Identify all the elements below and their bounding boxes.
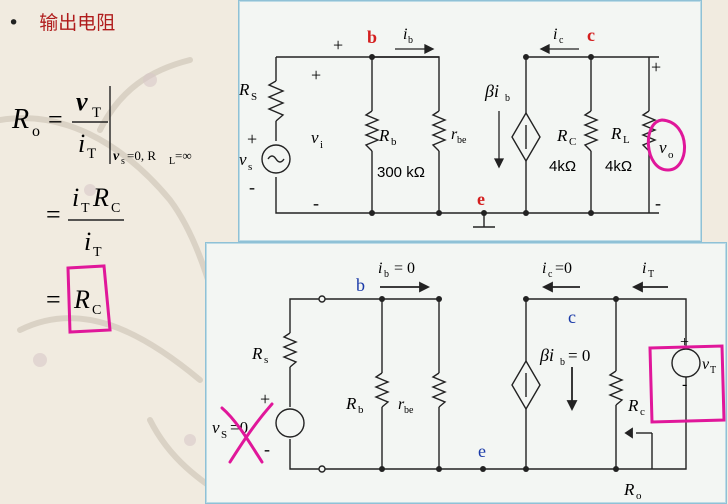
output-resistance-formula: R o = v T i T v s =0, R L =∞ = i T R C i… <box>11 86 192 318</box>
label-RC: R <box>556 126 568 145</box>
formula-cond-rest: =0, R <box>127 148 156 163</box>
label-Rs: R <box>239 80 250 99</box>
label-plus-vi: + <box>311 65 321 85</box>
formula-step2-den-T: T <box>93 245 102 260</box>
label-vs-sub: S <box>221 429 227 441</box>
formula-result-C: C <box>92 303 101 318</box>
formula-cond-L: L <box>169 156 175 167</box>
small-signal-circuit-panel: R S + v s - + v i - + b i b R b 300 kΩ r… <box>238 0 702 242</box>
label-plus-right: + <box>651 57 661 77</box>
output-resistance-test-circuit-diagram: R s + v S =0 - b i b = 0 R b r be i c =0… <box>212 260 716 502</box>
label-ic: i <box>542 260 546 277</box>
label-Rb-sub: b <box>358 404 364 416</box>
label-Ro-sub: o <box>636 490 642 502</box>
label-vs: v <box>239 150 247 169</box>
label-minus-right: - <box>655 193 661 213</box>
label-iT-sub: T <box>648 269 654 280</box>
label-rbe: r <box>398 396 405 413</box>
label-ib: i <box>403 26 407 43</box>
formula-eq2: = <box>46 200 61 229</box>
label-Rs-sub: S <box>251 91 257 103</box>
label-minus-left: - <box>249 177 255 197</box>
formula-lhs-sub: o <box>32 123 40 140</box>
label-Rb: R <box>345 394 357 413</box>
label-vi: v <box>311 128 319 147</box>
node-e-label: e <box>478 441 486 461</box>
formula-cond-v: v <box>113 149 120 164</box>
label-beta-ib: βi <box>539 345 554 365</box>
label-vs-value: =0 <box>230 418 248 437</box>
label-Ro: R <box>623 480 635 499</box>
label-vs-sub: s <box>248 161 252 173</box>
formula-eq1: = <box>48 105 63 134</box>
label-minus-left: - <box>264 439 270 459</box>
label-ib-sub: b <box>384 269 389 280</box>
label-ic-sub: c <box>548 269 553 280</box>
label-Rb: R <box>378 126 390 145</box>
label-plus-b: + <box>333 35 343 55</box>
label-ib-sub: b <box>408 35 413 46</box>
label-plus-left: + <box>260 389 270 409</box>
formula-lhs-R: R <box>11 104 29 135</box>
node-e-label: e <box>477 189 485 209</box>
label-vo-sub: o <box>668 149 674 161</box>
label-rbe-sub: be <box>404 405 414 416</box>
label-minus-vi: - <box>313 193 319 213</box>
label-Rc: R <box>627 396 639 415</box>
formula-cond-inf: =∞ <box>175 148 192 163</box>
formula-result-R: R <box>73 285 90 314</box>
node-b-label: b <box>356 275 365 295</box>
formula-step2-num-R: R <box>92 183 109 212</box>
formula-num-v: v <box>76 87 88 116</box>
output-resistance-test-circuit-panel: R s + v S =0 - b i b = 0 R b r be i c =0… <box>205 242 727 504</box>
label-RL: R <box>610 124 622 143</box>
formula-step2-num-C: C <box>111 201 120 216</box>
small-signal-circuit-diagram: R S + v s - + v i - + b i b R b 300 kΩ r… <box>239 25 674 228</box>
slide-title: • 输出电阻 <box>8 8 115 35</box>
bullet-icon: • <box>8 12 20 34</box>
label-iT: i <box>642 260 646 277</box>
label-RL-sub: L <box>623 134 630 146</box>
label-RC-value: 4kΩ <box>549 158 576 175</box>
label-ic-sub: c <box>559 35 564 46</box>
label-vT-sub: T <box>710 365 716 376</box>
label-beta-ib-sub: b <box>505 93 510 104</box>
label-plus-left: + <box>247 129 257 149</box>
node-c-label: c <box>587 25 595 45</box>
label-minus-right: - <box>682 376 687 393</box>
label-beta-ib: βi <box>484 81 499 101</box>
label-Rs: R <box>251 344 263 363</box>
label-beta-ib-sub: b <box>560 357 565 368</box>
formula-den-i: i <box>78 129 85 158</box>
label-plus-right: + <box>680 334 689 351</box>
label-beta-ib-value: = 0 <box>568 346 590 365</box>
label-RL-value: 4kΩ <box>605 158 632 175</box>
label-Rc-sub: c <box>640 406 645 418</box>
formula-den-T: T <box>87 146 96 162</box>
label-ib: i <box>378 260 382 277</box>
formula-num-T: T <box>92 105 101 121</box>
label-rbe: r <box>451 126 458 143</box>
label-vo: v <box>659 138 667 157</box>
slide-title-text: 输出电阻 <box>39 12 116 34</box>
label-RC-sub: C <box>569 136 576 148</box>
label-vi-sub: i <box>320 139 323 151</box>
formula-eq3: = <box>46 285 61 314</box>
label-Rb-sub: b <box>391 136 397 148</box>
label-vT: v <box>702 356 710 373</box>
label-vs: v <box>212 418 220 437</box>
label-Rs-sub: s <box>264 354 268 366</box>
formula-step2-den-i: i <box>84 227 91 256</box>
formula-step2-num-T: T <box>81 201 90 216</box>
node-c-label: c <box>568 307 576 327</box>
node-b-label: b <box>367 27 377 47</box>
label-ic: i <box>553 26 557 43</box>
formula-cond-s: s <box>121 156 125 167</box>
label-Rb-value: 300 kΩ <box>377 164 425 181</box>
label-ic-value: =0 <box>555 260 572 277</box>
label-rbe-sub: be <box>457 135 467 146</box>
formula-step2-num-i: i <box>72 183 79 212</box>
label-ib-value: = 0 <box>394 260 415 277</box>
